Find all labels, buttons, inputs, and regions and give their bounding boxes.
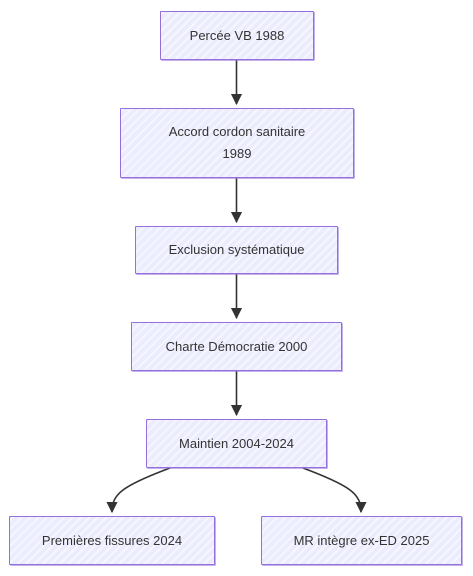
node-label: Accord cordon sanitaire 1989 [168,124,306,161]
node-label: Percée VB 1988 [189,27,285,43]
node-accord-cordon-sanitaire: Accord cordon sanitaire 1989 [120,108,354,178]
node-exclusion-systematique: Exclusion systématique [135,226,338,274]
node-premieres-fissures-2024: Premières fissures 2024 [9,516,215,565]
edge-n5-n6 [106,467,171,514]
node-label: Premières fissures 2024 [41,532,183,548]
edge-n5-n7 [302,467,367,514]
node-label: Charte Démocratie 2000 [165,338,308,354]
node-maintien-2004-2024: Maintien 2004-2024 [146,419,327,468]
node-percee-vb-1988: Percée VB 1988 [160,11,314,60]
node-charte-democratie-2000: Charte Démocratie 2000 [131,322,342,371]
node-label: MR intègre ex-ED 2025 [293,532,430,548]
node-label: Exclusion systématique [168,242,305,257]
node-mr-integre-ex-ed-2025: MR intègre ex-ED 2025 [261,516,462,565]
node-label: Maintien 2004-2024 [179,435,294,451]
